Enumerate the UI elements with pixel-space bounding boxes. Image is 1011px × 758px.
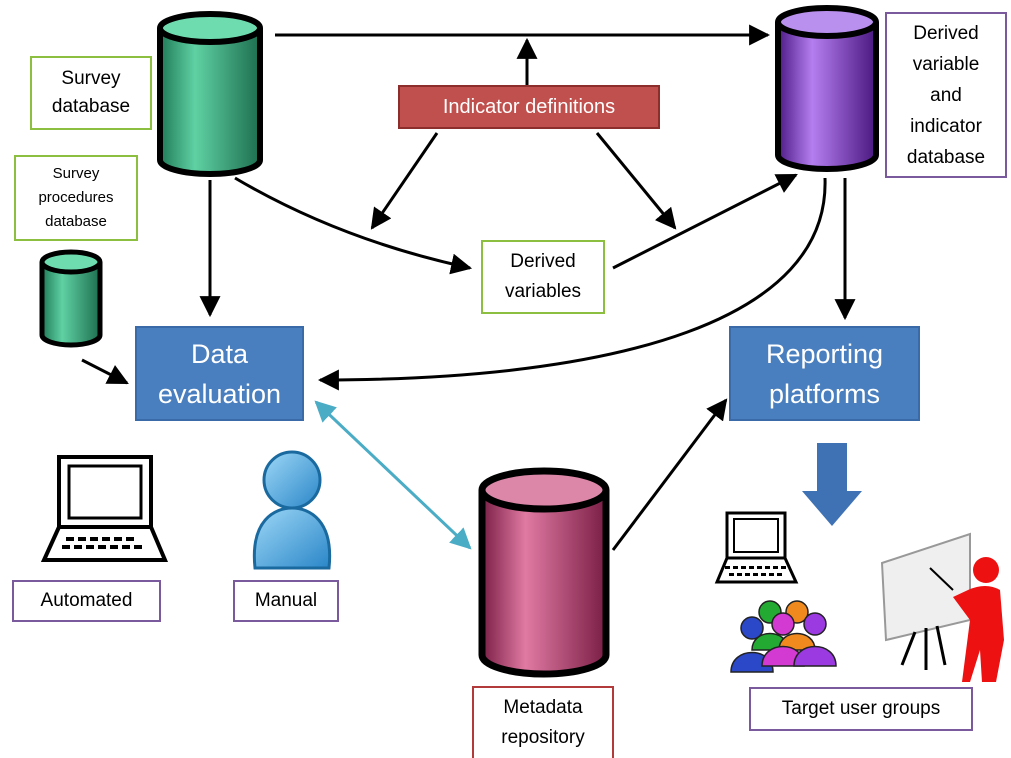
survey-procedures-cylinder — [39, 249, 103, 348]
survey-database-cylinder — [157, 11, 263, 177]
arrow-survey-to-derived-vars — [234, 176, 473, 275]
user-group-icon — [730, 600, 837, 673]
small-laptop-icon — [714, 511, 799, 584]
indicator-definitions-box: Indicator definitions — [398, 85, 660, 129]
arrow-procedures-to-evaluation — [81, 358, 129, 385]
metadata-repository-label: Metadata repository — [472, 686, 614, 758]
arrow-indicator-right — [595, 132, 677, 230]
arrow-metadata-to-reporting — [611, 398, 728, 551]
survey-procedures-label: Survey procedures database — [14, 155, 138, 241]
person-icon — [252, 450, 332, 570]
arrow-db-to-evaluation — [317, 177, 827, 391]
down-arrow-icon — [802, 443, 862, 526]
arrow-derived-vars-to-db — [612, 173, 798, 270]
arrow-evaluation-metadata — [314, 400, 472, 550]
flow-arrows — [81, 24, 856, 551]
survey-database-label: Survey database — [30, 56, 152, 130]
reporting-platforms-box: Reporting platforms — [729, 326, 920, 421]
arrow-indicator-left — [370, 132, 439, 230]
manual-label: Manual — [233, 580, 339, 622]
target-user-groups-label: Target user groups — [749, 687, 973, 731]
laptop-icon — [40, 455, 169, 562]
derived-variables-label: Derived variables — [481, 240, 605, 314]
derived-database-cylinder — [775, 5, 879, 172]
derived-variable-database-label: Derived variable and indicator database — [885, 12, 1007, 178]
automated-label: Automated — [12, 580, 161, 622]
data-evaluation-box: Data evaluation — [135, 326, 304, 421]
presenter-icon — [880, 532, 1004, 682]
metadata-repository-cylinder — [478, 467, 610, 678]
